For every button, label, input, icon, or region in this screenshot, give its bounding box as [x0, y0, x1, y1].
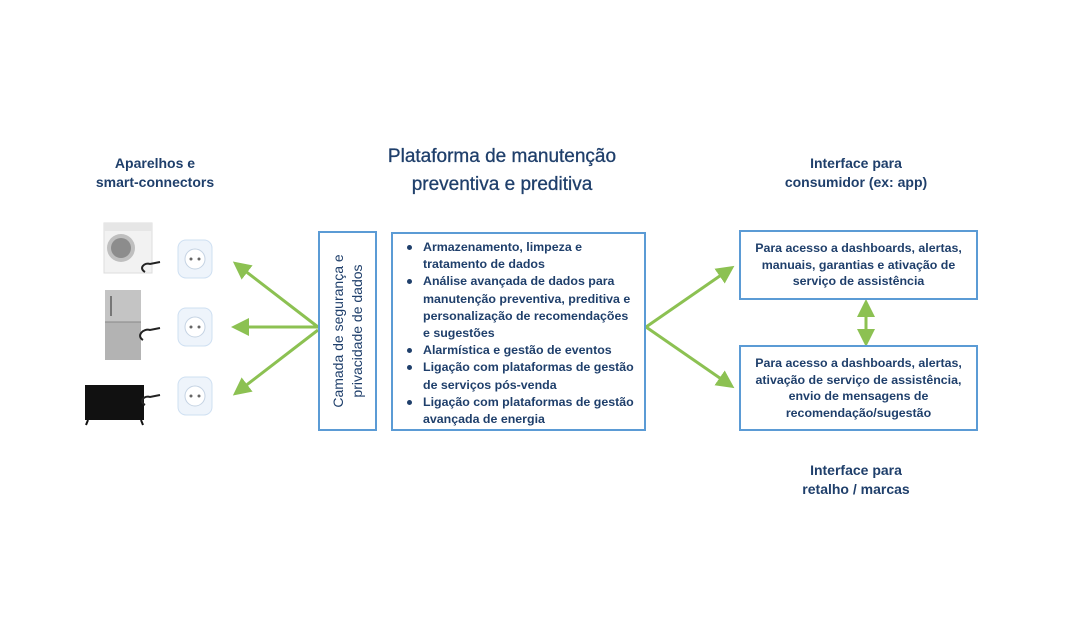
refrigerator-icon [105, 290, 141, 360]
title-line: Aparelhos e [114, 155, 196, 171]
devices-title: Aparelhos e smart-connectors [60, 154, 250, 192]
platform-features-box: Armazenamento, limpeza e tratamento de d… [391, 232, 646, 431]
consumer-interface-box: Para acesso a dashboards, alertas, manua… [739, 230, 978, 300]
retail-interface-box: Para acesso a dashboards, alertas, ativa… [739, 345, 978, 431]
title-line: consumidor (ex: app) [784, 174, 928, 190]
flow-arrows [231, 261, 875, 396]
consumer-interface-title: Interface para consumidor (ex: app) [756, 154, 956, 192]
title-line: smart-connectors [95, 174, 215, 190]
security-layer-label: Camada de segurança e privacidade de dad… [329, 254, 365, 408]
feature-item: Ligação com plataformas de gestão de ser… [403, 359, 636, 393]
feature-item: Armazenamento, limpeza e tratamento de d… [403, 239, 636, 273]
retail-interface-text: Para acesso a dashboards, alertas, ativa… [755, 356, 962, 420]
title-line: Interface para [810, 155, 902, 171]
washing-machine-icon [103, 222, 153, 274]
security-layer-box: Camada de segurança e privacidade de dad… [318, 231, 377, 431]
platform-title: Plataforma de manutenção preventiva e pr… [340, 143, 664, 199]
feature-item: Ligação com plataformas de gestão avança… [403, 394, 636, 428]
smart-socket-icons [177, 239, 213, 416]
title-line: retalho / marcas [802, 481, 910, 497]
power-cable-icons [139, 261, 161, 406]
retail-interface-title: Interface para retalho / marcas [756, 461, 956, 499]
tv-icon [85, 385, 144, 426]
feature-item: Análise avançada de dados para manutençã… [403, 273, 636, 342]
consumer-interface-text: Para acesso a dashboards, alertas, manua… [755, 241, 962, 289]
feature-item: Alarmística e gestão de eventos [403, 342, 636, 359]
title-line: Plataforma de manutenção [387, 146, 617, 167]
title-line: Interface para [810, 462, 902, 478]
title-line: preventiva e preditiva [411, 174, 593, 195]
